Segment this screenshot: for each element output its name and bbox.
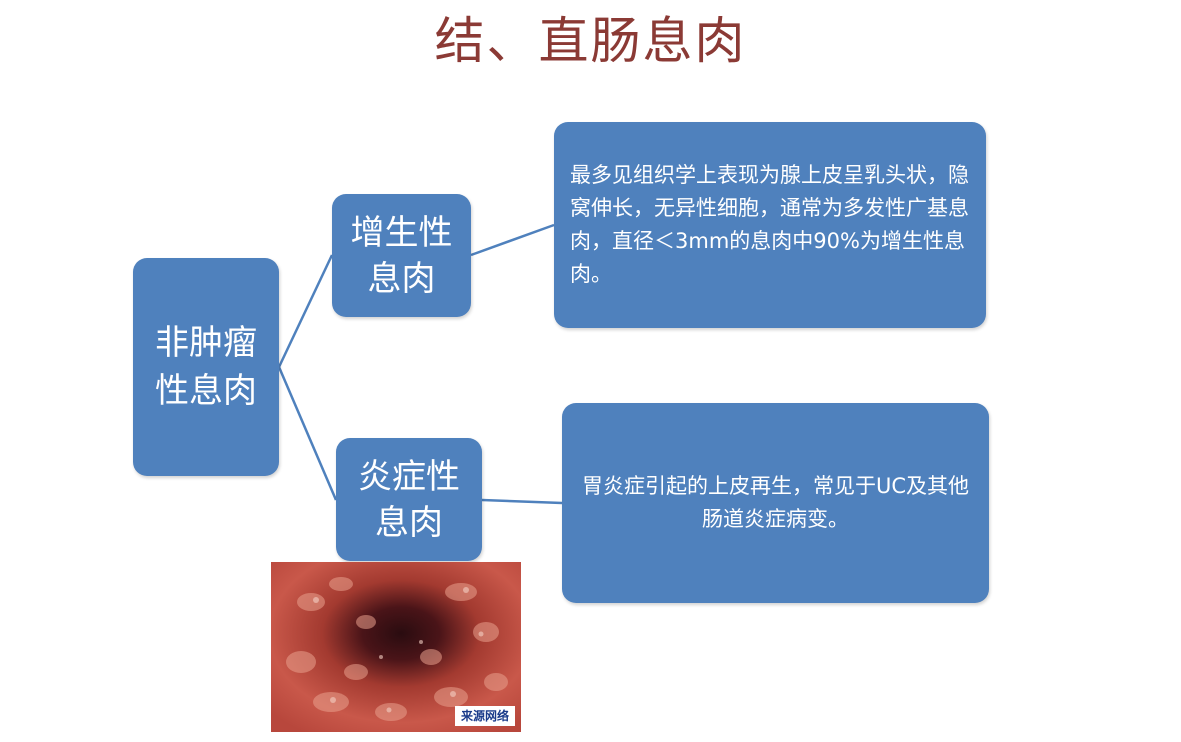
slide-title: 结、直肠息肉	[434, 12, 747, 70]
branch-node-hyperplastic: 增生性息肉	[332, 194, 471, 317]
branch-node-label: 炎症性息肉	[358, 456, 460, 543]
description-text: 胃炎症引起的上皮再生，常见于UC及其他肠道炎症病变。	[581, 474, 970, 531]
connector-root-to-branch-1	[277, 254, 334, 368]
branch-node-label: 增生性息肉	[350, 212, 453, 299]
description-node-inflammatory: 胃炎症引起的上皮再生，常见于UC及其他肠道炎症病变。	[562, 403, 989, 603]
endoscopy-photo: 来源网络	[271, 562, 521, 732]
description-node-hyperplastic: 最多见组织学上表现为腺上皮呈乳头状，隐窝伸长，无异性细胞，通常为多发性广基息肉，…	[554, 122, 986, 328]
description-text: 最多见组织学上表现为腺上皮呈乳头状，隐窝伸长，无异性细胞，通常为多发性广基息肉，…	[570, 163, 969, 286]
photo-caption: 来源网络	[454, 706, 515, 726]
root-node: 非肿瘤性息肉	[133, 258, 279, 476]
connector-root-to-branch-2	[277, 366, 338, 501]
branch-node-inflammatory: 炎症性息肉	[336, 438, 482, 561]
connector-branch-1-to-desc-1	[470, 223, 555, 257]
endoscopy-image	[271, 562, 521, 732]
connector-branch-2-to-desc-2	[481, 498, 563, 505]
root-node-label: 非肿瘤性息肉	[155, 323, 257, 411]
